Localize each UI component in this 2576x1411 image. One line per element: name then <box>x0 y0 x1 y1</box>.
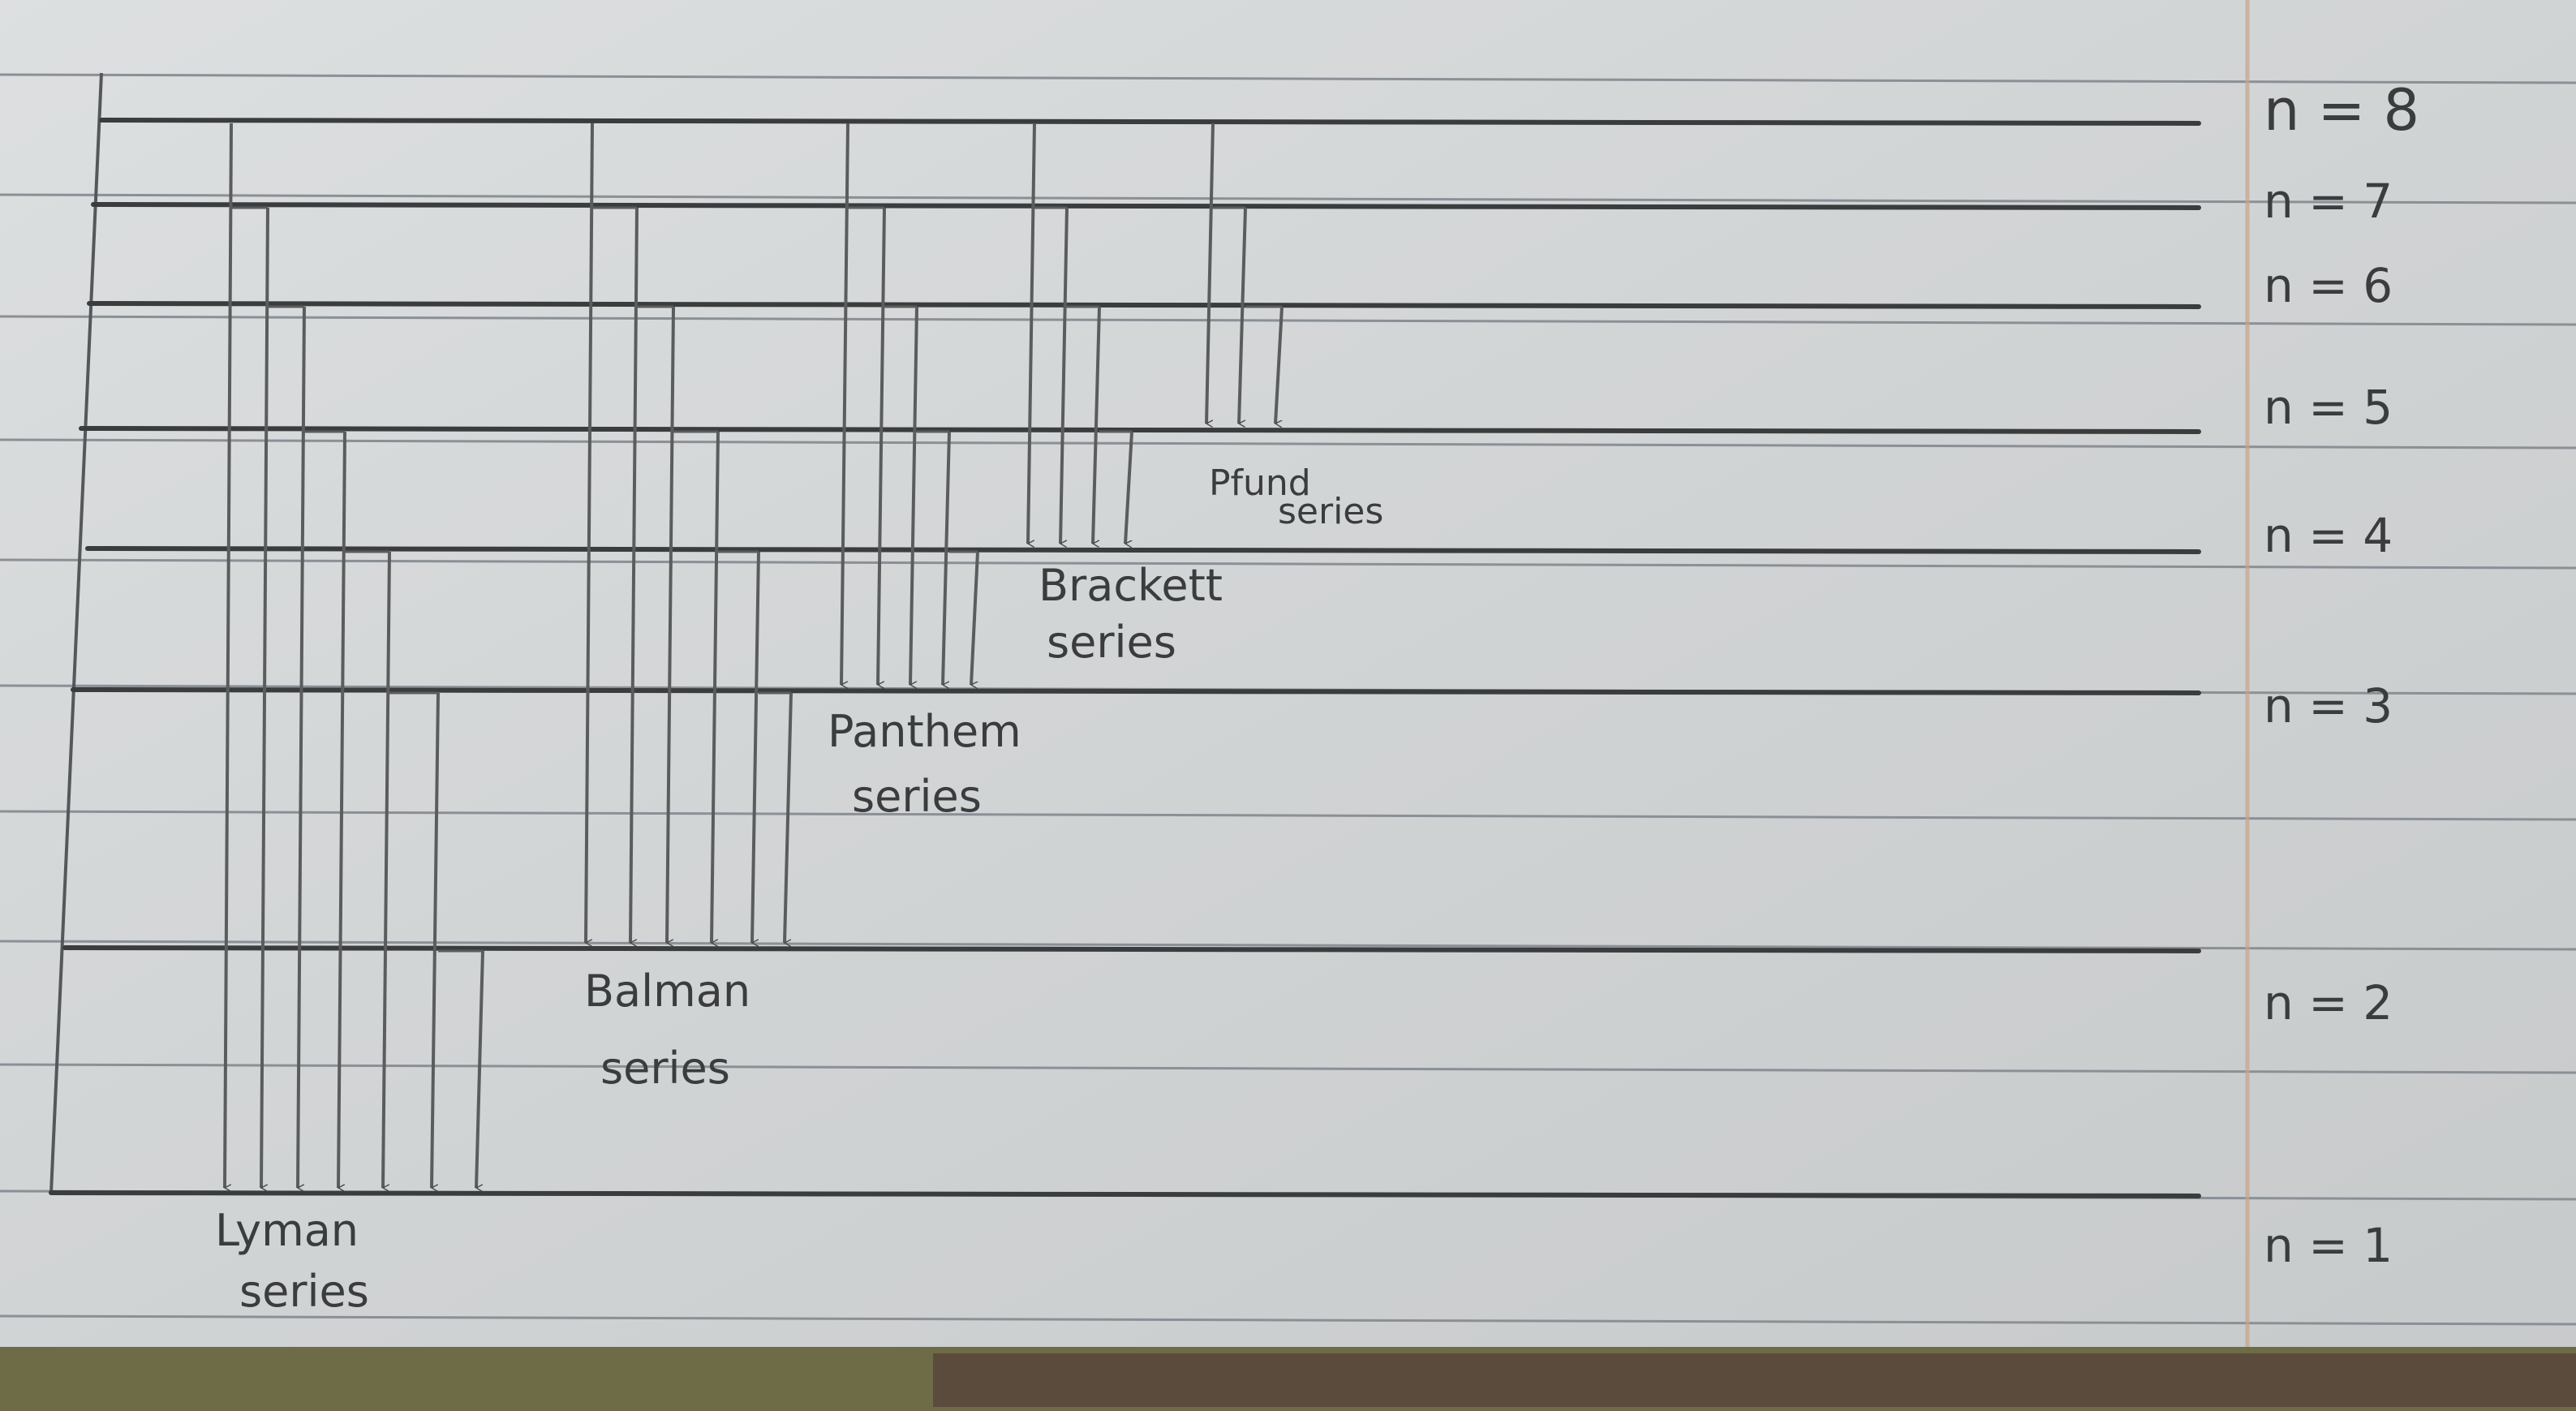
level-label-n1: n = 1 <box>2264 1218 2393 1273</box>
balmer-arrow-n3-to-n2 <box>783 692 793 943</box>
energy-level-line-n3 <box>71 687 2201 695</box>
series-label-paschen-line2: series <box>852 771 982 822</box>
balmer-arrow-n7-to-n2 <box>629 207 639 943</box>
ruled-line <box>0 73 2576 84</box>
level-label-n8: n = 8 <box>2264 77 2419 144</box>
pfund-arrow-n7-to-n5 <box>1237 207 1247 424</box>
ruled-line <box>0 558 2576 570</box>
lyman-arrow-n8-to-n1 <box>223 123 233 1188</box>
paschen-arrow-n4-to-n3 <box>970 551 979 685</box>
ruled-line <box>0 1063 2576 1074</box>
energy-level-line-n2 <box>62 945 2201 953</box>
energy-level-line-n1 <box>49 1190 2201 1198</box>
series-label-brackett-line2: series <box>1047 617 1176 668</box>
ruled-line <box>0 810 2576 821</box>
series-balmer-arrows <box>584 123 793 943</box>
energy-level-line-n6 <box>87 301 2201 309</box>
series-label-balmer: Balman <box>584 966 750 1017</box>
level-label-n2: n = 2 <box>2264 975 2393 1030</box>
balmer-arrow-n8-to-n2 <box>584 123 594 943</box>
paschen-arrow-n8-to-n3 <box>840 123 849 685</box>
energy-level-line-n8 <box>99 118 2201 126</box>
balmer-arrow-n5-to-n2 <box>710 431 720 943</box>
pfund-arrow-n8-to-n5 <box>1205 123 1215 424</box>
ruled-line <box>0 438 2576 450</box>
series-lyman-arrows <box>223 123 484 1188</box>
level-label-n4: n = 4 <box>2264 508 2393 563</box>
balmer-arrow-n6-to-n2 <box>665 306 675 943</box>
diagram-left-edge <box>49 72 103 1194</box>
balmer-arrow-n4-to-n2 <box>750 551 760 943</box>
paper-shading <box>0 0 2576 1347</box>
lyman-arrow-n5-to-n1 <box>337 431 346 1188</box>
lyman-arrow-n3-to-n1 <box>430 692 440 1188</box>
brackett-arrow-n8-to-n4 <box>1026 123 1036 544</box>
brackett-arrow-n6-to-n4 <box>1091 306 1101 544</box>
paschen-arrow-n6-to-n3 <box>909 306 918 685</box>
level-label-n5: n = 5 <box>2264 380 2393 435</box>
energy-level-line-n4 <box>85 546 2201 554</box>
paschen-arrow-n7-to-n3 <box>876 207 886 685</box>
series-label-paschen: Panthem <box>828 706 1021 757</box>
series-label-balmer-line2: series <box>600 1043 730 1094</box>
series-label-lyman-line2: series <box>239 1266 369 1317</box>
series-label-brackett: Brackett <box>1039 560 1223 611</box>
ruled-line <box>0 315 2576 326</box>
series-pfund-arrows <box>1205 123 1284 424</box>
level-label-n6: n = 6 <box>2264 258 2393 313</box>
energy-level-line-n5 <box>79 426 2201 434</box>
pfund-arrow-n6-to-n5 <box>1274 306 1284 424</box>
series-paschen-arrows <box>840 123 979 685</box>
lyman-arrow-n2-to-n1 <box>475 950 484 1188</box>
lyman-arrow-n7-to-n1 <box>260 207 269 1188</box>
lyman-arrow-n6-to-n1 <box>296 306 306 1188</box>
ruled-line <box>0 193 2576 204</box>
ruled-line <box>0 940 2576 951</box>
level-label-n3: n = 3 <box>2264 678 2393 733</box>
series-brackett-arrows <box>1026 123 1133 544</box>
background-cloth-dark <box>933 1353 2576 1407</box>
brackett-arrow-n5-to-n4 <box>1124 431 1133 544</box>
series-label-pfund-line2: series <box>1278 491 1383 532</box>
series-label-lyman: Lyman <box>215 1205 359 1256</box>
series-label-pfund: Pfund <box>1209 462 1311 504</box>
lyman-arrow-n4-to-n1 <box>381 551 391 1188</box>
paschen-arrow-n5-to-n3 <box>941 431 951 685</box>
ruled-line <box>0 1314 2576 1326</box>
brackett-arrow-n7-to-n4 <box>1059 207 1069 544</box>
energy-level-line-n7 <box>91 202 2201 210</box>
level-label-n7: n = 7 <box>2264 174 2393 229</box>
